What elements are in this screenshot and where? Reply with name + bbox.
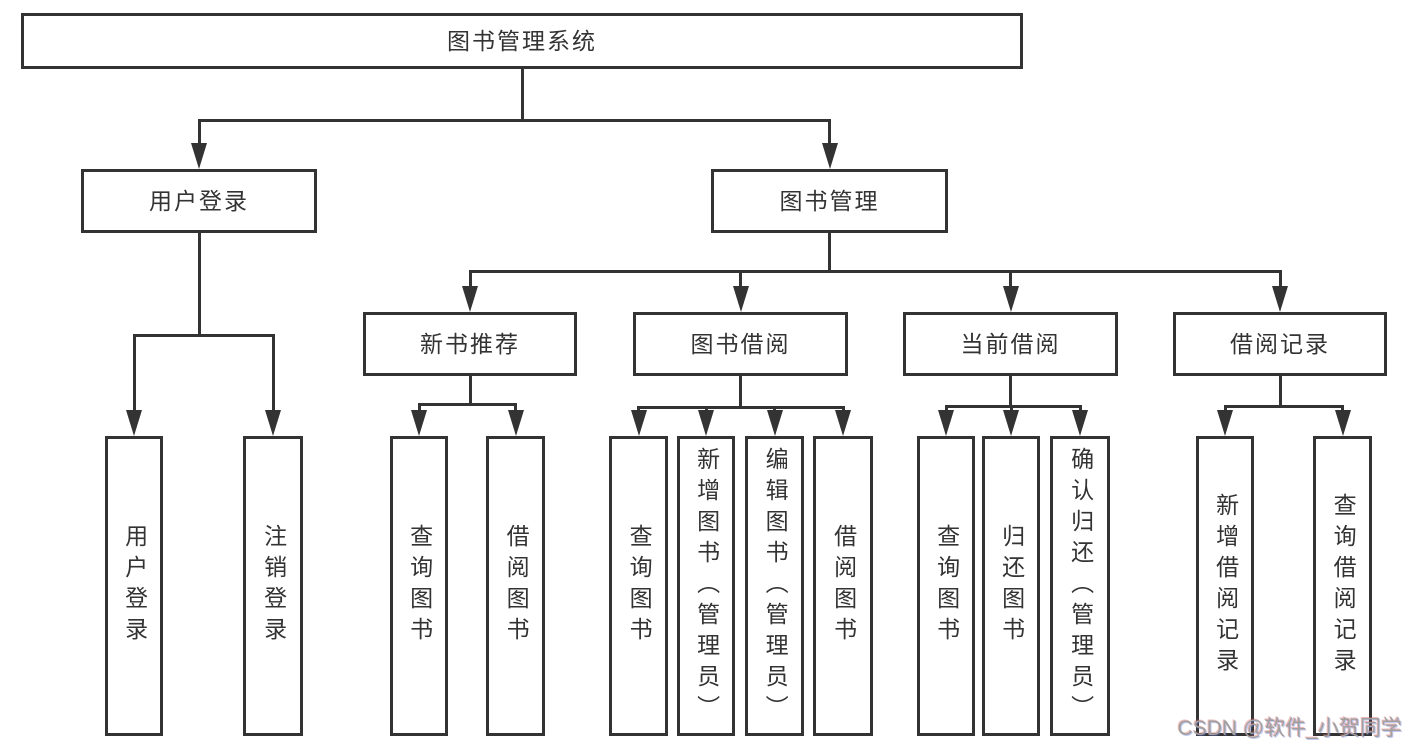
connector-line: [514, 404, 517, 414]
connector-line: [828, 233, 831, 271]
arrowhead-down-icon: [1003, 410, 1019, 436]
connector-line: [828, 120, 831, 147]
connector-line: [1223, 404, 1344, 408]
node-edit-books-admin: 编辑图书（管理员）: [745, 436, 804, 736]
connector-line: [197, 118, 831, 122]
arrowhead-down-icon: [126, 410, 142, 436]
node-label: 图书管理: [779, 187, 880, 214]
connector-line: [944, 404, 1082, 408]
node-book-borrowing: 图书借阅: [633, 312, 848, 376]
node-logout-action: 注销登录: [243, 436, 303, 736]
node-label: 用户登录: [149, 187, 249, 214]
arrowhead-down-icon: [821, 143, 838, 169]
connector-line: [520, 69, 524, 120]
node-label: 查询借阅记录: [1330, 493, 1357, 679]
connector-line: [739, 376, 742, 407]
arrowhead-down-icon: [732, 286, 749, 312]
node-label: 注销登录: [260, 524, 287, 648]
connector-line: [468, 271, 472, 290]
node-current-borrowing: 当前借阅: [903, 312, 1118, 376]
arrowhead-down-icon: [411, 410, 427, 436]
node-confirm-return-admin: 确认归还（管理员）: [1050, 436, 1110, 736]
arrowhead-down-icon: [1072, 410, 1088, 436]
node-label: 借阅图书: [503, 524, 530, 648]
connector-line: [197, 233, 201, 335]
node-label: 借阅记录: [1230, 330, 1330, 357]
arrowhead-down-icon: [835, 410, 851, 436]
node-label: 图书借阅: [690, 330, 791, 357]
connector-line: [468, 376, 472, 404]
node-user-login: 用户登录: [81, 169, 317, 233]
node-borrow-books-recommend: 借阅图书: [486, 436, 545, 736]
node-add-books-admin: 新增图书（管理员）: [677, 436, 735, 736]
arrowhead-down-icon: [766, 410, 783, 436]
connector-line: [197, 120, 201, 147]
arrowhead-down-icon: [630, 410, 647, 436]
node-add-borrowing-record: 新增借阅记录: [1196, 436, 1254, 736]
connector-line: [417, 404, 421, 414]
arrowhead-down-icon: [1217, 410, 1233, 436]
node-label: 查询图书: [406, 524, 433, 648]
node-label: 借阅图书: [830, 524, 857, 648]
arrowhead-down-icon: [1334, 410, 1351, 436]
node-label: 当前借阅: [960, 330, 1061, 357]
watermark-text: CSDN @软件_小贺同学: [1177, 717, 1402, 740]
connector-line: [132, 335, 136, 414]
node-borrow-books-borrowing: 借阅图书: [813, 436, 873, 736]
node-query-books-recommend: 查询图书: [390, 436, 448, 736]
connector-line: [637, 405, 845, 409]
node-query-books-current: 查询图书: [917, 436, 975, 736]
connector-line: [1009, 271, 1012, 290]
arrowhead-down-icon: [265, 410, 281, 436]
connector-line: [1278, 376, 1282, 406]
connector-line: [1278, 271, 1282, 290]
arrowhead-down-icon: [191, 143, 207, 169]
arrowhead-down-icon: [698, 410, 714, 436]
node-label: 新增借阅记录: [1212, 493, 1239, 679]
node-new-book-recommend: 新书推荐: [363, 312, 577, 376]
connector-line: [271, 335, 275, 414]
arrowhead-down-icon: [462, 286, 478, 312]
node-query-books-borrowing: 查询图书: [609, 436, 668, 736]
node-label: 归还图书: [998, 524, 1025, 648]
connector-line: [132, 333, 275, 337]
arrowhead-down-icon: [938, 410, 954, 436]
connector-line: [739, 271, 742, 290]
node-borrowing-records: 借阅记录: [1173, 312, 1387, 376]
connector-line: [417, 402, 517, 406]
node-label: 用户登录: [121, 524, 148, 648]
connector-line: [1009, 376, 1012, 406]
node-label: 新书推荐: [420, 330, 520, 357]
arrowhead-down-icon: [1272, 286, 1288, 312]
node-book-management: 图书管理: [711, 169, 948, 233]
node-label: 编辑图书（管理员）: [762, 446, 789, 726]
node-label: 确认归还（管理员）: [1067, 446, 1094, 726]
node-label: 查询图书: [626, 524, 653, 648]
arrowhead-down-icon: [507, 410, 524, 436]
connector-line: [468, 269, 1282, 273]
node-label: 查询图书: [933, 524, 960, 648]
node-label: 新增图书（管理员）: [693, 446, 720, 726]
node-system: 图书管理系统: [21, 13, 1023, 69]
node-user-login-action: 用户登录: [105, 436, 163, 736]
node-return-books: 归还图书: [982, 436, 1040, 736]
node-query-borrowing-record: 查询借阅记录: [1313, 436, 1372, 736]
node-label: 图书管理系统: [447, 27, 597, 54]
arrowhead-down-icon: [1002, 286, 1019, 312]
